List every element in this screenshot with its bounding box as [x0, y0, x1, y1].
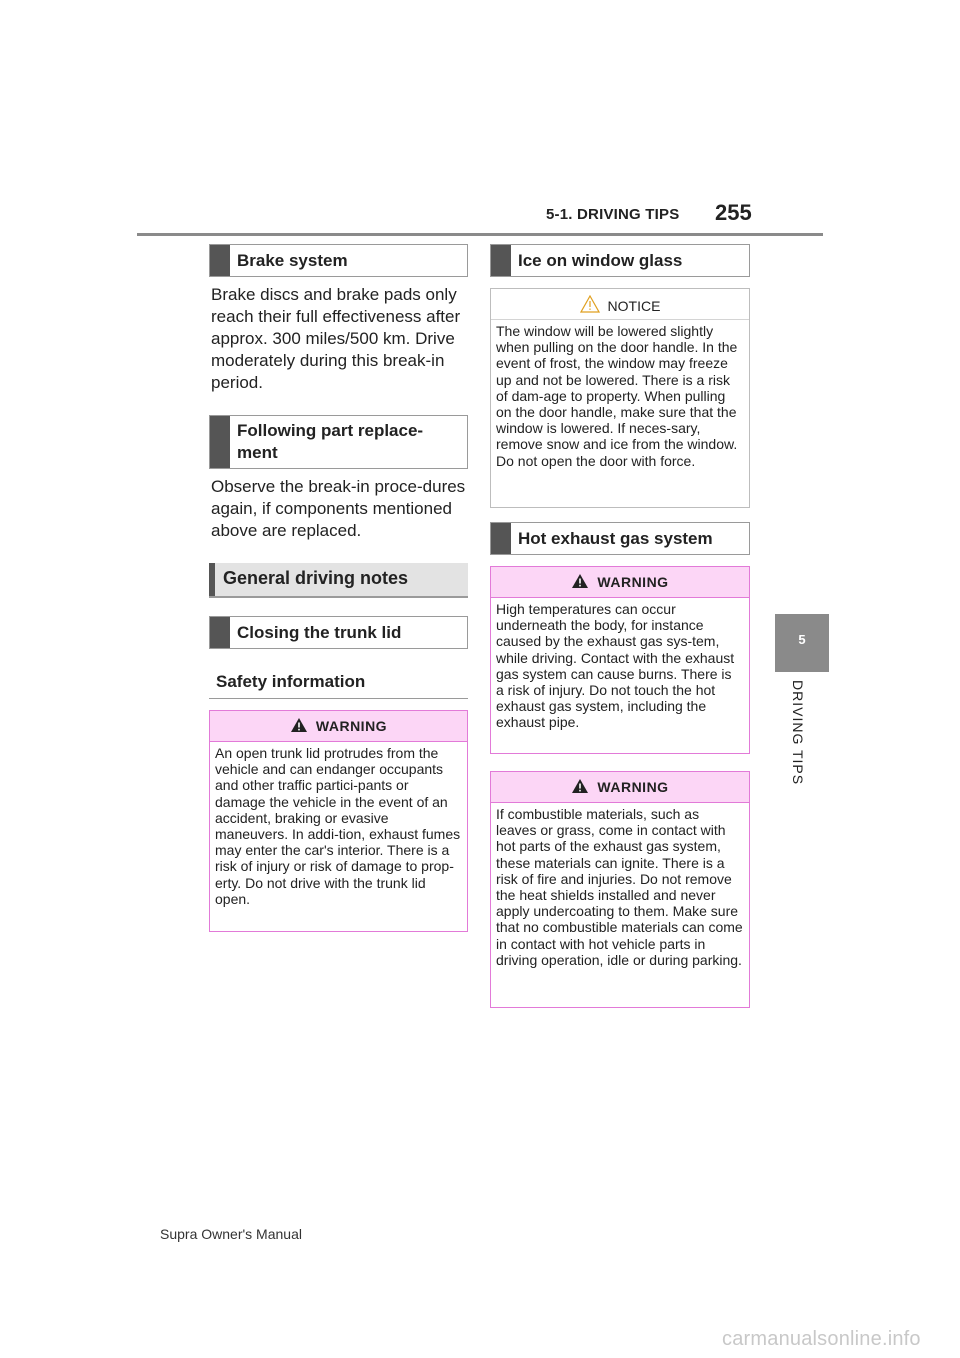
part-replacement-heading: Following part replace-ment	[209, 415, 468, 469]
section-title: 5-1. DRIVING TIPS	[546, 206, 680, 223]
heading-bar	[210, 617, 230, 648]
heading-bar	[210, 245, 230, 276]
heading-text: General driving notes	[223, 568, 409, 588]
notice-text: The window will be lowered slightly when…	[496, 323, 738, 469]
heading-text: Brake system	[237, 251, 348, 270]
safety-information-heading: Safety information	[216, 672, 366, 691]
trunk-lid-warning-box: WARNING An open trunk lid protrudes from…	[209, 710, 468, 932]
exhaust-warning-box-1: WARNING High temperatures can occur unde…	[490, 566, 750, 754]
warning-triangle-icon	[290, 718, 307, 732]
header-rule	[137, 233, 823, 236]
watermark: carmanualsonline.info	[722, 1328, 921, 1350]
heading-bar	[491, 523, 511, 554]
page-number: 255	[715, 200, 752, 225]
warning-header: WARNING	[491, 772, 749, 803]
exhaust-warning-box-2: WARNING If combustible materials, such a…	[490, 771, 750, 1008]
warning-label: WARNING	[597, 574, 669, 590]
heading-bar	[210, 416, 230, 468]
warning-text: If combustible materials, such as leaves…	[496, 806, 743, 968]
warning-label: WARNING	[315, 718, 388, 734]
heading-bar	[491, 245, 511, 276]
notice-triangle-icon	[579, 295, 600, 313]
manual-title: Supra Owner's Manual	[160, 1226, 302, 1242]
heading-text: Ice on window glass	[518, 251, 683, 270]
warning-text: An open trunk lid protrudes from the veh…	[215, 745, 461, 907]
chapter-tab-number: 5	[798, 632, 806, 647]
safety-information-rule	[209, 698, 468, 699]
warning-text: High temperatures can occur underneath t…	[496, 601, 735, 731]
heading-text: Following part replace-ment	[237, 421, 424, 462]
brake-system-text: Brake discs and brake pads only reach th…	[211, 285, 461, 392]
window-notice-box: NOTICE The window will be lowered slight…	[490, 288, 750, 508]
warning-header: WARNING	[491, 567, 749, 598]
warning-triangle-icon	[572, 779, 589, 793]
chapter-tab	[775, 614, 829, 672]
hot-exhaust-heading: Hot exhaust gas system	[490, 522, 750, 555]
notice-label: NOTICE	[607, 298, 661, 314]
heading-text: Hot exhaust gas system	[518, 529, 713, 548]
warning-label: WARNING	[597, 779, 669, 795]
closing-trunk-lid-heading: Closing the trunk lid	[209, 616, 468, 649]
chapter-tab-label: DRIVING TIPS	[790, 680, 806, 786]
warning-triangle-icon	[572, 574, 589, 588]
heading-text: Closing the trunk lid	[237, 623, 402, 642]
warning-header: WARNING	[210, 711, 467, 742]
part-replacement-text: Observe the break-in proce-dures again, …	[211, 477, 466, 540]
brake-system-heading: Brake system	[209, 244, 468, 277]
ice-on-window-heading: Ice on window glass	[490, 244, 750, 277]
heading-bar	[209, 563, 215, 596]
notice-header: NOTICE	[491, 289, 749, 320]
general-driving-notes-heading: General driving notes	[209, 563, 468, 598]
